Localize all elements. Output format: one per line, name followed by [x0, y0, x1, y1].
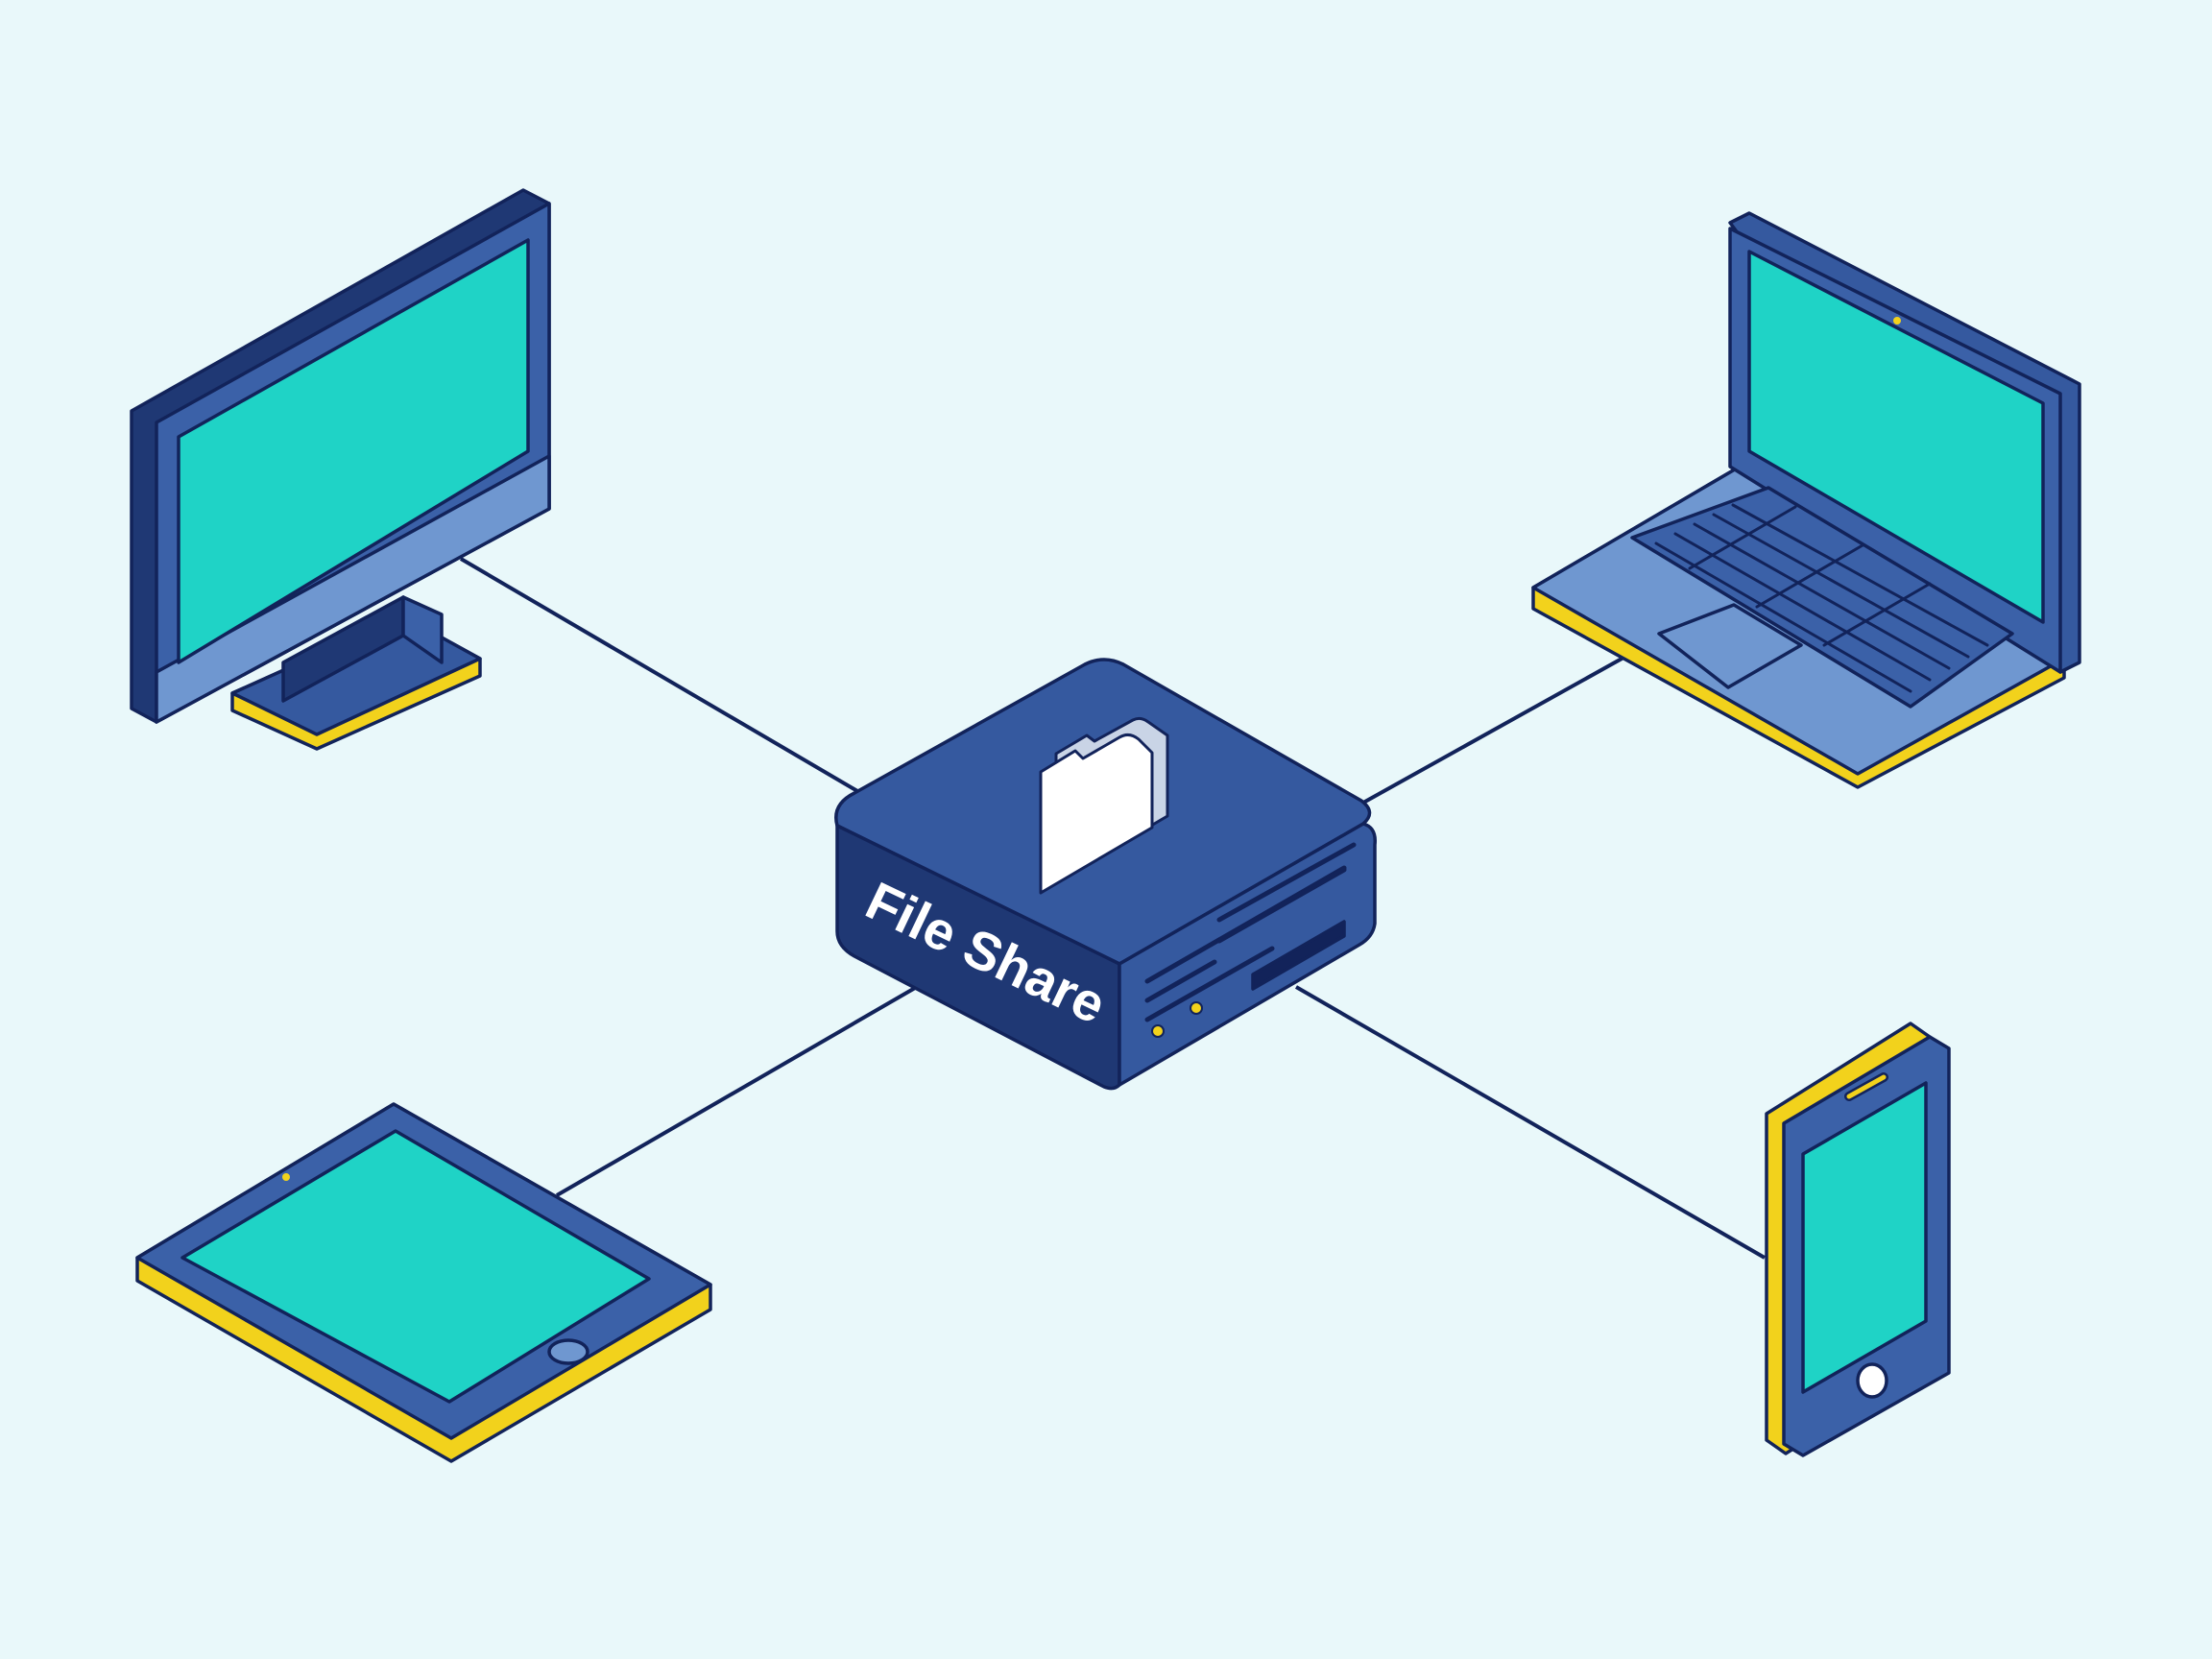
hub-led-1-icon: [1151, 1024, 1165, 1038]
tablet-icon[interactable]: [135, 1102, 712, 1463]
connection-line-desktop: [459, 557, 866, 797]
connection-line-tablet: [555, 982, 924, 1197]
laptop-screen: [1747, 250, 2045, 624]
hub-led-2-icon: [1190, 1001, 1203, 1015]
connections: [459, 557, 1767, 1260]
phone-screen: [1801, 1081, 1928, 1394]
hub-drive-slot: [1251, 920, 1346, 991]
connection-line-laptop: [1362, 651, 1633, 805]
tablet-screen: [180, 1129, 651, 1404]
phone-home-button-icon: [1856, 1362, 1888, 1399]
laptop-icon[interactable]: [1531, 211, 2081, 789]
desktop-screen: [177, 238, 530, 664]
folder-icon: [1039, 716, 1169, 895]
tablet-camera-icon: [282, 1173, 290, 1181]
laptop-trackpad: [1657, 603, 1803, 689]
hub-front-face: [835, 824, 1121, 1091]
smartphone-icon[interactable]: [1765, 1022, 1951, 1457]
file-share-hub[interactable]: File Share: [834, 658, 1377, 1091]
hub-vent-slots: [1144, 842, 1357, 1022]
tablet-home-button-icon: [547, 1338, 589, 1365]
desktop-monitor-icon[interactable]: [130, 188, 551, 751]
laptop-camera-icon: [1893, 317, 1901, 325]
connection-line-phone: [1294, 985, 1767, 1260]
